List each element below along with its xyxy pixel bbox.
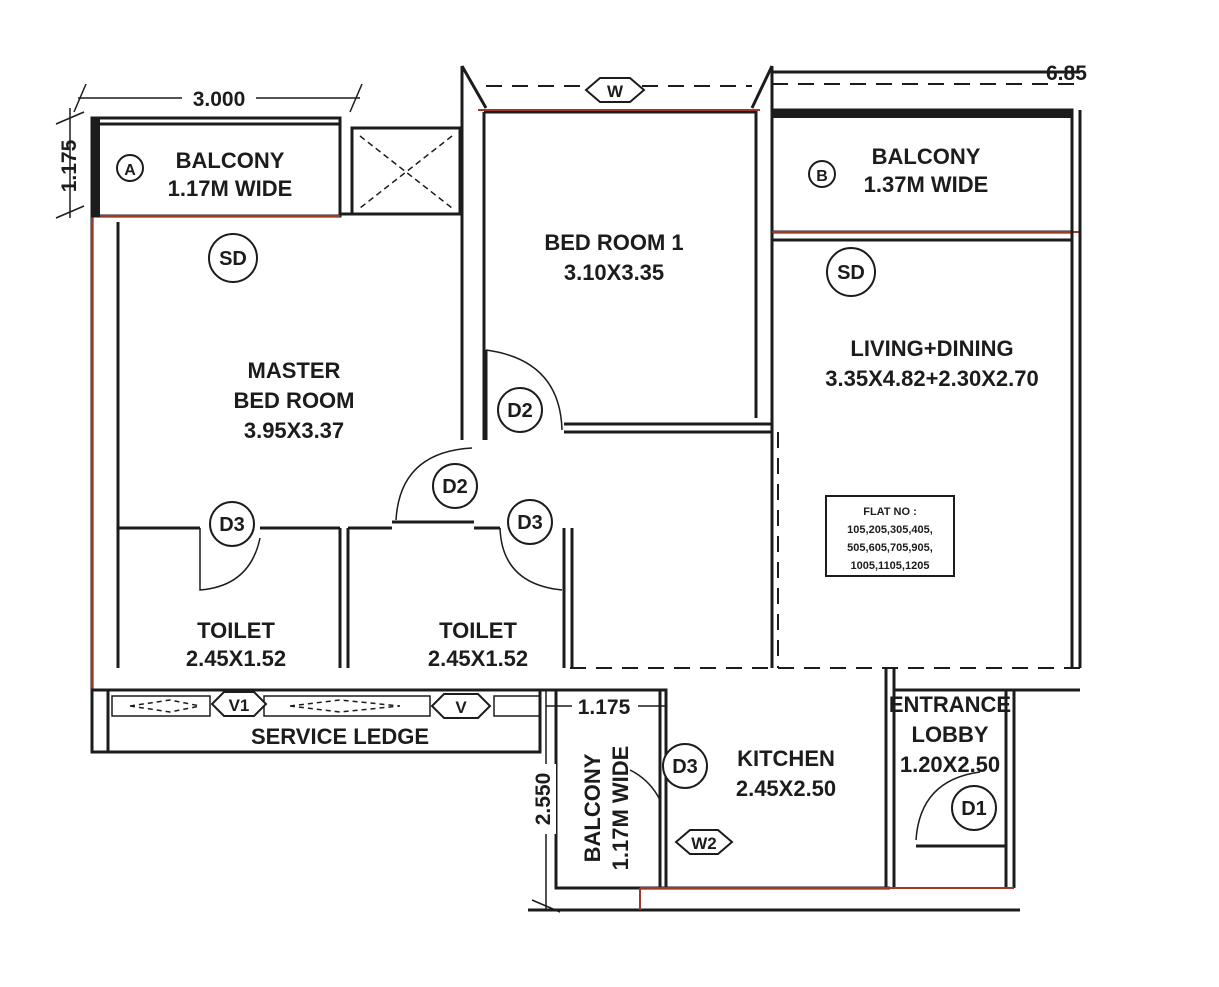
tag-v1: V1 <box>210 691 268 717</box>
tag-v1-label: V1 <box>229 696 250 715</box>
flat-number-line1: 105,205,305,405, <box>847 524 933 536</box>
living-dining-size: 3.35X4.82+2.30X2.70 <box>825 366 1038 391</box>
master-bedroom-name-line1: MASTER <box>248 358 341 383</box>
master-bedroom-name-line2: BED ROOM <box>234 388 355 413</box>
tag-d2-bedroom: D2 <box>497 387 543 433</box>
bedroom1-name: BED ROOM 1 <box>544 230 683 255</box>
balcony-c-name: BALCONY <box>580 753 605 862</box>
kitchen-name: KITCHEN <box>737 746 835 771</box>
tag-d3-kitchen: D3 <box>662 743 708 789</box>
toilet1-size: 2.45X1.52 <box>186 646 286 671</box>
tag-w2-label: W2 <box>691 834 717 853</box>
tag-sd-living-label: SD <box>837 262 865 284</box>
service-ledge-outline <box>90 688 542 754</box>
bedroom1-size: 3.10X3.35 <box>564 260 664 285</box>
tag-a-label: A <box>124 162 136 179</box>
tag-sd-master-label: SD <box>219 248 247 270</box>
tag-d3-toilet2-label: D3 <box>517 512 543 534</box>
duct-shaft <box>350 126 462 216</box>
balcony-a-name: BALCONY <box>176 148 285 173</box>
balcony-b-size: 1.37M WIDE <box>864 172 989 197</box>
flat-number-title: FLAT NO : <box>863 506 917 518</box>
kitchen-balcony-width-dimension: 1.175 <box>578 696 631 719</box>
balcony-c-size: 1.17M WIDE <box>608 746 633 871</box>
balcony-b-name: BALCONY <box>872 144 981 169</box>
tag-d3-toilet2: D3 <box>507 499 553 545</box>
door-swings <box>199 349 1006 848</box>
walls <box>90 65 1082 912</box>
tag-b-label: B <box>816 168 828 185</box>
dimension-lines <box>55 83 666 913</box>
tag-d3-kitchen-label: D3 <box>672 756 698 778</box>
top-right-dimension: 6.85 <box>1046 62 1087 85</box>
toilet2-name: TOILET <box>439 618 517 643</box>
tag-d3-toilet1-label: D3 <box>219 514 245 536</box>
tag-d2-master-label: D2 <box>442 476 468 498</box>
tag-d2-bedroom-label: D2 <box>507 400 533 422</box>
toilet2-size: 2.45X1.52 <box>428 646 528 671</box>
kitchen-balcony-height-dimension: 2.550 <box>532 773 555 826</box>
toilet1-name: TOILET <box>197 618 275 643</box>
left-height-dimension: 1.175 <box>58 139 81 192</box>
balcony-a-size: 1.17M WIDE <box>168 176 293 201</box>
entrance-lobby-name-line2: LOBBY <box>912 722 989 747</box>
tag-v-label: V <box>455 698 467 717</box>
tag-a: A <box>116 154 144 182</box>
tag-w: W <box>584 77 646 103</box>
kitchen-size: 2.45X2.50 <box>736 776 836 801</box>
tag-sd-master: SD <box>208 233 258 283</box>
tag-v: V <box>430 693 492 719</box>
top-width-dimension: 3.000 <box>193 88 246 111</box>
flat-number-line2: 505,605,705,905, <box>847 542 933 554</box>
tag-b: B <box>808 160 836 188</box>
tag-d1-label: D1 <box>961 798 987 820</box>
service-ledge-name: SERVICE LEDGE <box>251 724 429 749</box>
tag-w2: W2 <box>674 829 734 855</box>
tag-w-label: W <box>607 82 624 101</box>
entrance-lobby-size: 1.20X2.50 <box>900 752 1000 777</box>
tag-sd-living: SD <box>826 247 876 297</box>
tag-d3-toilet1: D3 <box>209 501 255 547</box>
tag-d1: D1 <box>951 785 997 831</box>
flat-number-line3: 1005,1105,1205 <box>851 560 930 572</box>
tag-d2-master: D2 <box>432 463 478 509</box>
master-bedroom-size: 3.95X3.37 <box>244 418 344 443</box>
living-dining-name: LIVING+DINING <box>850 336 1013 361</box>
flat-number-box: FLAT NO : 105,205,305,405, 505,605,705,9… <box>825 495 955 577</box>
entrance-lobby-name-line1: ENTRANCE <box>889 692 1011 717</box>
